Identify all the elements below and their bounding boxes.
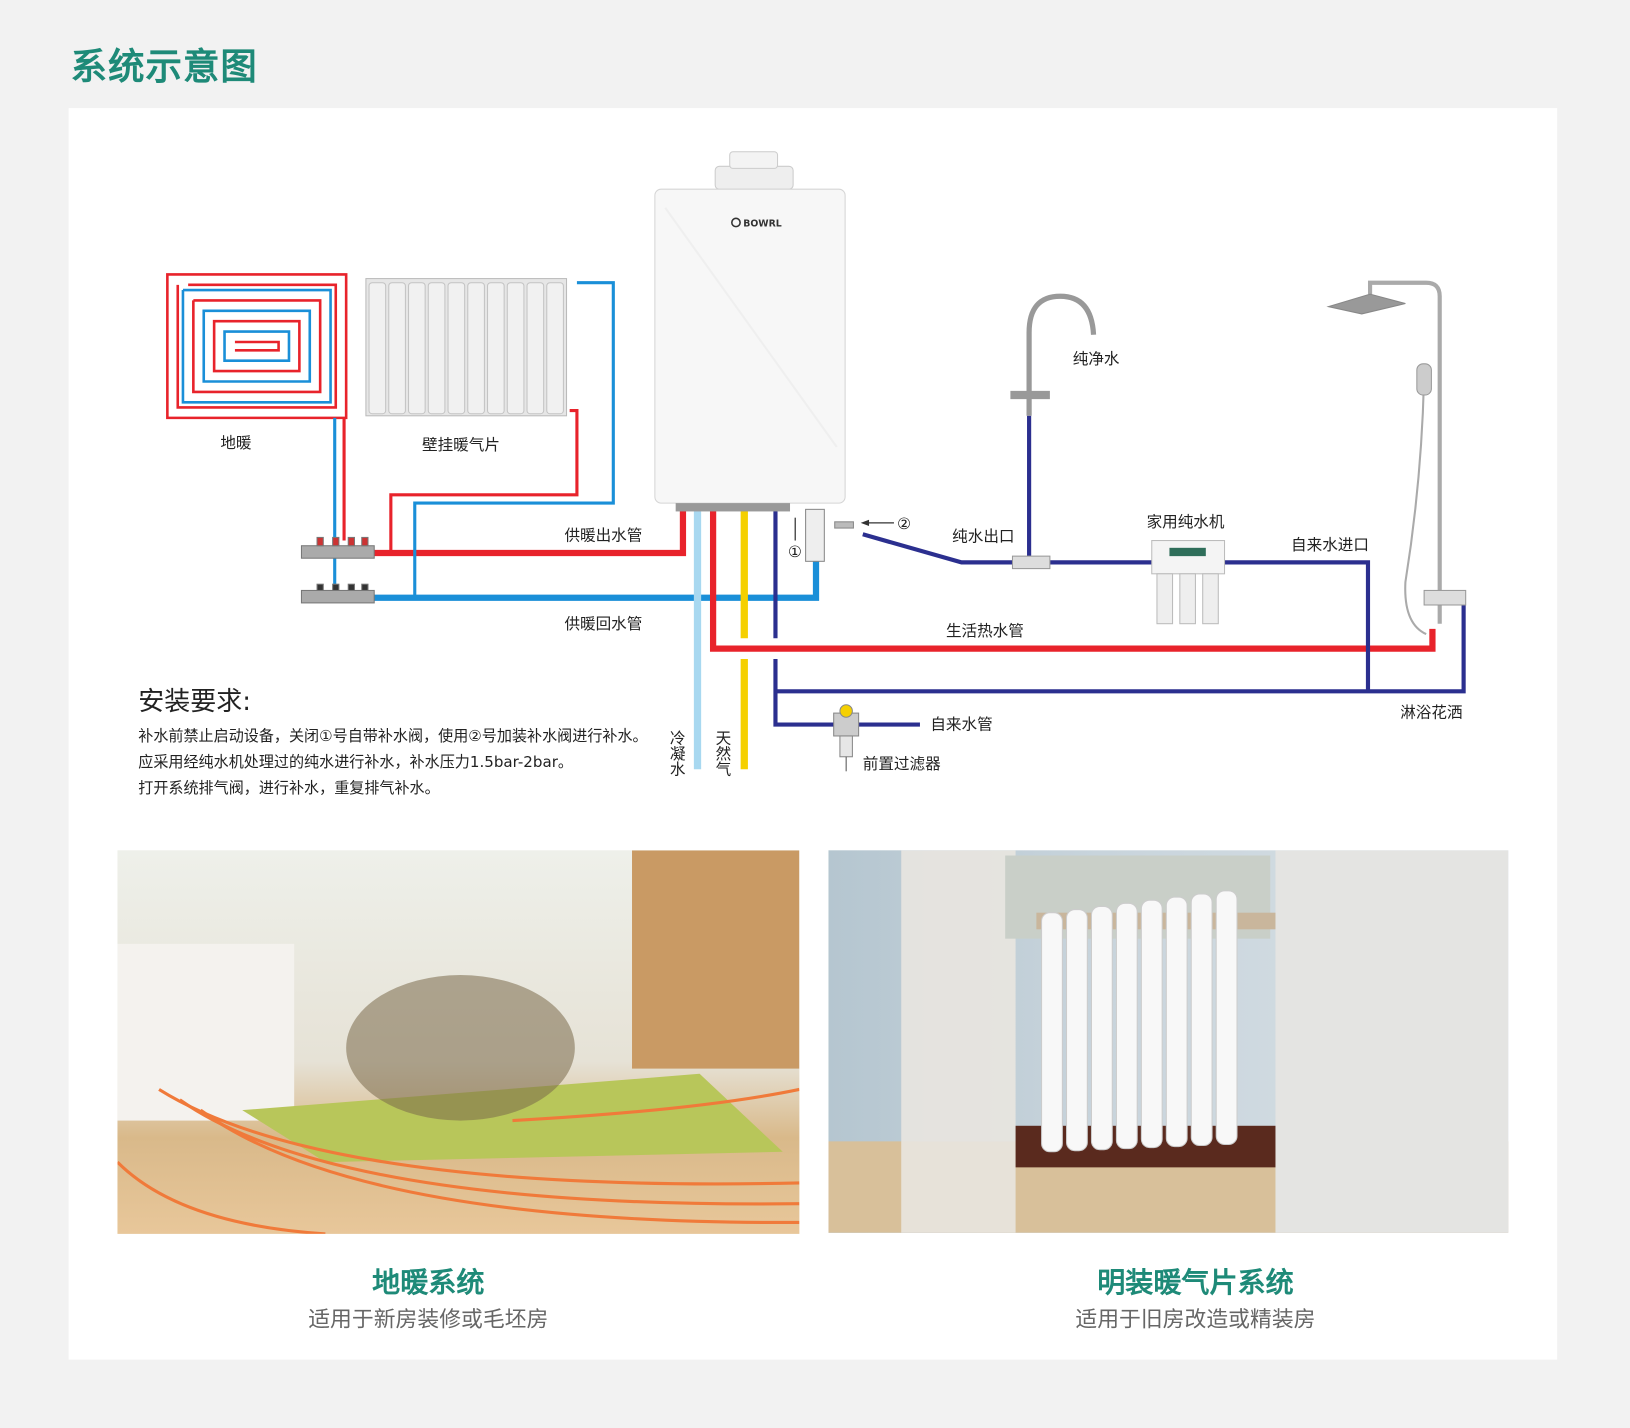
system-title-radiator: 明装暖气片系统 [1097, 1267, 1294, 1300]
return-pipe [374, 561, 820, 601]
floor-heating-photo [117, 850, 800, 1234]
radiator-photo-fin [1041, 912, 1063, 1153]
page-title: 系统示意图 [70, 46, 258, 89]
valve-2-marker: ② [897, 515, 911, 533]
tap-pipe [773, 415, 1466, 727]
supply-pipe [374, 509, 687, 557]
label-gas: 天然气 [713, 730, 731, 777]
faucet [1010, 293, 1097, 416]
label-shower: 淋浴花洒 [1400, 703, 1462, 721]
requirement-line: 补水前禁止启动设备，关闭①号自带补水阀，使用②号加装补水阀进行补水。 [138, 728, 648, 746]
radiator-photo-fin [1066, 909, 1088, 1152]
label-hot-water-pipe: 生活热水管 [946, 622, 1024, 640]
manifold [300, 536, 375, 604]
label-condensate: 冷凝水 [668, 729, 686, 776]
pipes [333, 281, 1466, 770]
radiator-fin [388, 282, 406, 415]
shower [1326, 280, 1467, 636]
radiator-fin [526, 282, 545, 415]
radiator-photo-fin [1190, 893, 1213, 1147]
requirement-line: 打开系统排气阀，进行补水，重复排气补水。 [138, 780, 440, 798]
radiator-photo [828, 850, 1509, 1233]
system-subtitle-floor: 适用于新房装修或毛坯房 [308, 1306, 549, 1332]
system-subtitle-radiator: 适用于旧房改造或精装房 [1075, 1306, 1316, 1332]
brand-name: BOWRL [743, 219, 782, 230]
valve-1-marker: ① [788, 543, 802, 561]
label-pre-filter: 前置过滤器 [863, 755, 941, 773]
radiator-fin [427, 282, 446, 415]
label-radiator: 壁挂暖气片 [422, 436, 500, 454]
floor-heating-coil [166, 273, 348, 420]
radiator-photo-fin [1165, 896, 1188, 1148]
pre-filter [833, 704, 860, 772]
label-floor-heating: 地暖 [220, 434, 252, 452]
label-supply-pipe: 供暖出水管 [564, 527, 642, 545]
label-pure-outlet: 纯水出口 [952, 528, 1014, 546]
radiator-return [413, 281, 615, 598]
radiator-photo-fin [1215, 890, 1238, 1146]
radiator-fin [546, 282, 564, 415]
brand-logo-icon [731, 217, 741, 228]
radiator-fin [487, 282, 505, 415]
radiator-photo-fin [1090, 905, 1113, 1151]
boiler: BOWRL [654, 151, 894, 562]
requirements-title: 安装要求: [138, 686, 251, 717]
label-purifier: 家用纯水机 [1147, 513, 1225, 531]
radiator-illustration [365, 278, 568, 417]
label-tap-pipe: 自来水管 [930, 716, 992, 734]
system-title-floor: 地暖系统 [372, 1267, 485, 1300]
label-return-pipe: 供暖回水管 [564, 615, 642, 633]
label-pure-water: 纯净水 [1073, 350, 1120, 368]
water-purifier [1011, 540, 1226, 625]
label-tap-inlet: 自来水进口 [1291, 536, 1369, 554]
radiator-fin [467, 282, 485, 415]
requirement-line: 应采用经纯水机处理过的纯水进行补水，补水压力1.5bar-2bar。 [138, 754, 573, 772]
radiator-photo-fin [1140, 899, 1163, 1149]
radiator-fin [447, 282, 466, 415]
hot-water-pipe [709, 509, 1436, 652]
radiator-fin [506, 282, 525, 415]
radiator-fin [368, 282, 387, 415]
radiator-fin [408, 282, 426, 415]
radiator-supply [389, 409, 579, 554]
radiator-photo-fin [1115, 902, 1138, 1150]
